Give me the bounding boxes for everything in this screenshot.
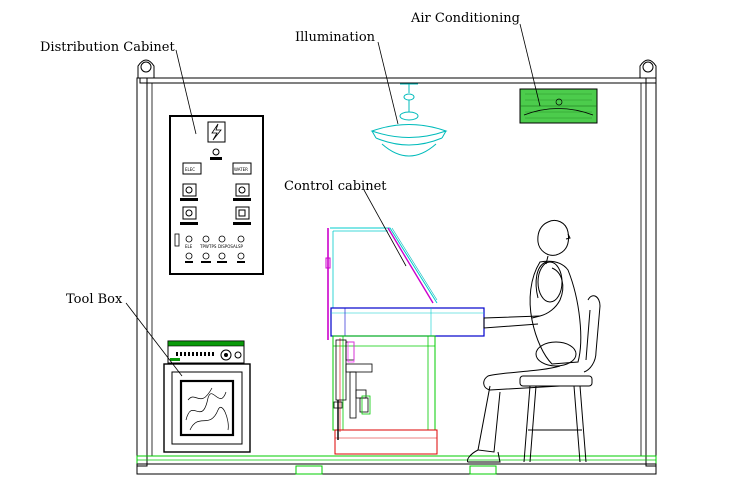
control-equipment: [333, 339, 373, 440]
container-roof-beam: [139, 77, 657, 84]
label-air-conditioning: Air Conditioning: [410, 11, 520, 26]
ceiling-lamp: [370, 83, 448, 157]
tool-box-body: [163, 363, 251, 453]
forklift-pocket-right: [469, 465, 497, 475]
container-wall-right: [645, 77, 657, 467]
label-distribution-cabinet: Distribution Cabinet: [40, 40, 175, 55]
svg-text:DISPOSAL: DISPOSAL: [218, 244, 239, 249]
label-tool-box: Tool Box: [66, 292, 123, 307]
lightning-icon: [211, 123, 222, 141]
label-control-cabinet: Control cabinet: [284, 179, 387, 194]
leader-illumination: [377, 41, 399, 125]
forklift-pocket-left: [295, 465, 323, 475]
container-shell: [136, 59, 657, 467]
air-conditioner: [519, 88, 598, 124]
leader-control-cabinet: [363, 189, 407, 267]
svg-text:TPW: TPW: [199, 244, 209, 249]
indicator-lamp: [212, 148, 220, 156]
svg-text:ELE: ELE: [185, 244, 193, 249]
meter-right-label: WATER: [234, 167, 248, 172]
control-desk: [330, 307, 485, 337]
svg-text:SP: SP: [238, 244, 244, 249]
control-cabinet: [325, 227, 485, 455]
distribution-cabinet: ELEC WATER ELE TPW TPS DISPOSAL SP: [169, 115, 264, 275]
lifting-lug-right: [639, 59, 657, 78]
meter-right: [232, 162, 252, 175]
socket-row: [174, 233, 245, 247]
tool-box: [163, 340, 251, 453]
svg-text:TPS: TPS: [208, 244, 217, 249]
leader-distribution-cabinet: [175, 49, 197, 135]
meter-left: [182, 162, 202, 175]
lifting-lug-left: [137, 59, 155, 78]
warning-sign: [207, 121, 226, 143]
container-floor: [136, 455, 657, 475]
operator-chair: [519, 295, 601, 463]
breaker-row: [185, 252, 245, 260]
leader-lines: [125, 23, 541, 377]
operator-figure: [467, 219, 582, 463]
meter-left-label: ELEC: [185, 167, 195, 172]
socket-row-labels: ELE TPW TPS DISPOSAL SP: [185, 244, 244, 249]
leader-air-conditioning: [519, 23, 541, 107]
label-illumination: Illumination: [295, 30, 376, 45]
leader-tool-box: [125, 302, 183, 377]
container-wall-left: [136, 77, 148, 467]
